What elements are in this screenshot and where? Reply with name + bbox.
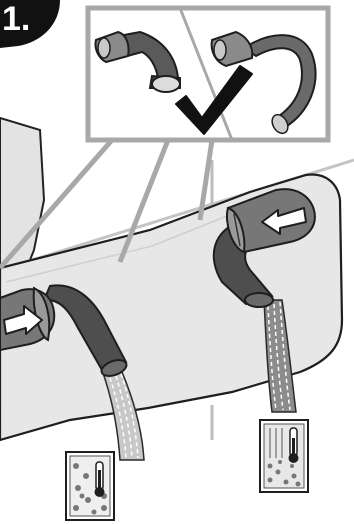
hot-water-thermometer-icon (66, 452, 114, 520)
step-number: 1. (2, 0, 30, 38)
step-badge: 1. (0, 0, 60, 48)
cold-water-thermometer-icon (260, 420, 308, 492)
